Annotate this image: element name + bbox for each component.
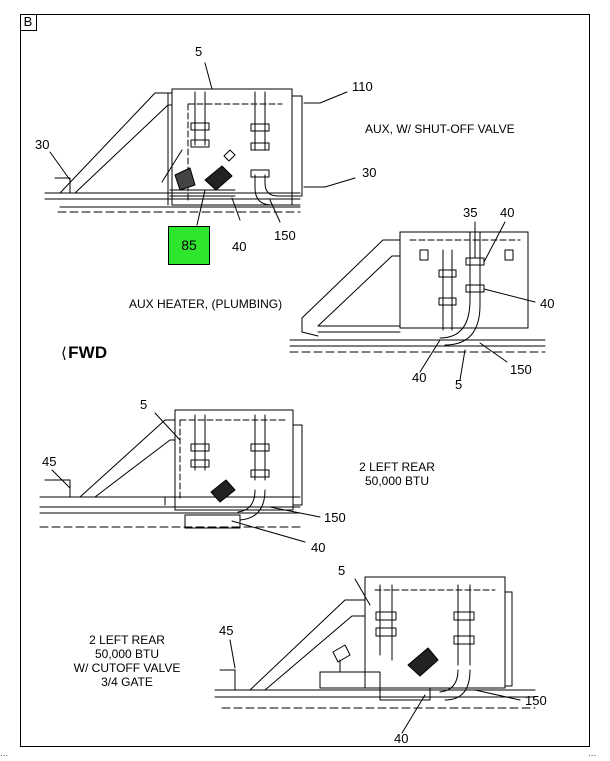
view-1-caption: AUX, W/ SHUT-OFF VALVE: [365, 122, 515, 136]
view-2-label-35: 35: [463, 205, 478, 220]
forward-label: FWD: [68, 343, 108, 362]
callout-85-badge[interactable]: 85: [168, 226, 210, 265]
view-2-label-40a: 40: [500, 205, 515, 220]
view-3-label-40: 40: [311, 540, 326, 555]
view-3-drawing: [39, 409, 321, 543]
view-1-label-30a: 30: [35, 137, 50, 152]
view-2-label-40c: 40: [412, 370, 427, 385]
view-3-caption-line-1: 2 LEFT REAR: [359, 460, 435, 474]
view-4-caption-line-4: 3/4 GATE: [101, 675, 153, 689]
view-1-label-110: 110: [352, 79, 373, 94]
view-4-caption-line-3: W/ CUTOFF VALVE: [73, 661, 181, 675]
view-2-label-40b: 40: [540, 296, 555, 311]
view-4-caption-line-1: 2 LEFT REAR: [89, 633, 165, 647]
view-1-label-5: 5: [195, 44, 203, 59]
forward-direction-indicator: ⟨FWD: [61, 344, 107, 363]
view-1-label-150: 150: [274, 228, 296, 243]
sheet-border: [20, 14, 590, 747]
view-2-drawing: [289, 221, 546, 381]
view-2-label-5: 5: [455, 377, 463, 392]
view-3-label-5: 5: [140, 397, 148, 412]
view-4-caption: 2 LEFT REAR 50,000 BTU W/ CUTOFF VALVE 3…: [72, 633, 182, 689]
view-4-drawing: [214, 576, 536, 734]
view-2-label-150: 150: [510, 362, 532, 377]
view-3-caption: 2 LEFT REAR 50,000 BTU: [352, 460, 442, 488]
view-1-label-30b: 30: [362, 165, 377, 180]
view-4-label-150: 150: [525, 693, 547, 708]
view-3-caption-line-2: 50,000 BTU: [364, 474, 430, 488]
forward-arrow-icon: ⟨: [61, 345, 68, 362]
view-4-label-40: 40: [394, 731, 409, 746]
view-3-label-150: 150: [324, 510, 346, 525]
view-1-label-40: 40: [232, 239, 247, 254]
footer-left-text: ...: [0, 748, 9, 759]
footer-right-text: ...: [588, 748, 597, 759]
view-4-label-5: 5: [338, 563, 346, 578]
view-4-caption-line-2: 50,000 BTU: [94, 647, 160, 661]
view-2-caption: AUX HEATER, (PLUMBING): [129, 297, 283, 311]
view-1-drawing: [44, 62, 356, 226]
sheet-letter-box: B: [20, 14, 37, 31]
view-4-label-45: 45: [219, 623, 234, 638]
view-3-label-45: 45: [42, 454, 57, 469]
